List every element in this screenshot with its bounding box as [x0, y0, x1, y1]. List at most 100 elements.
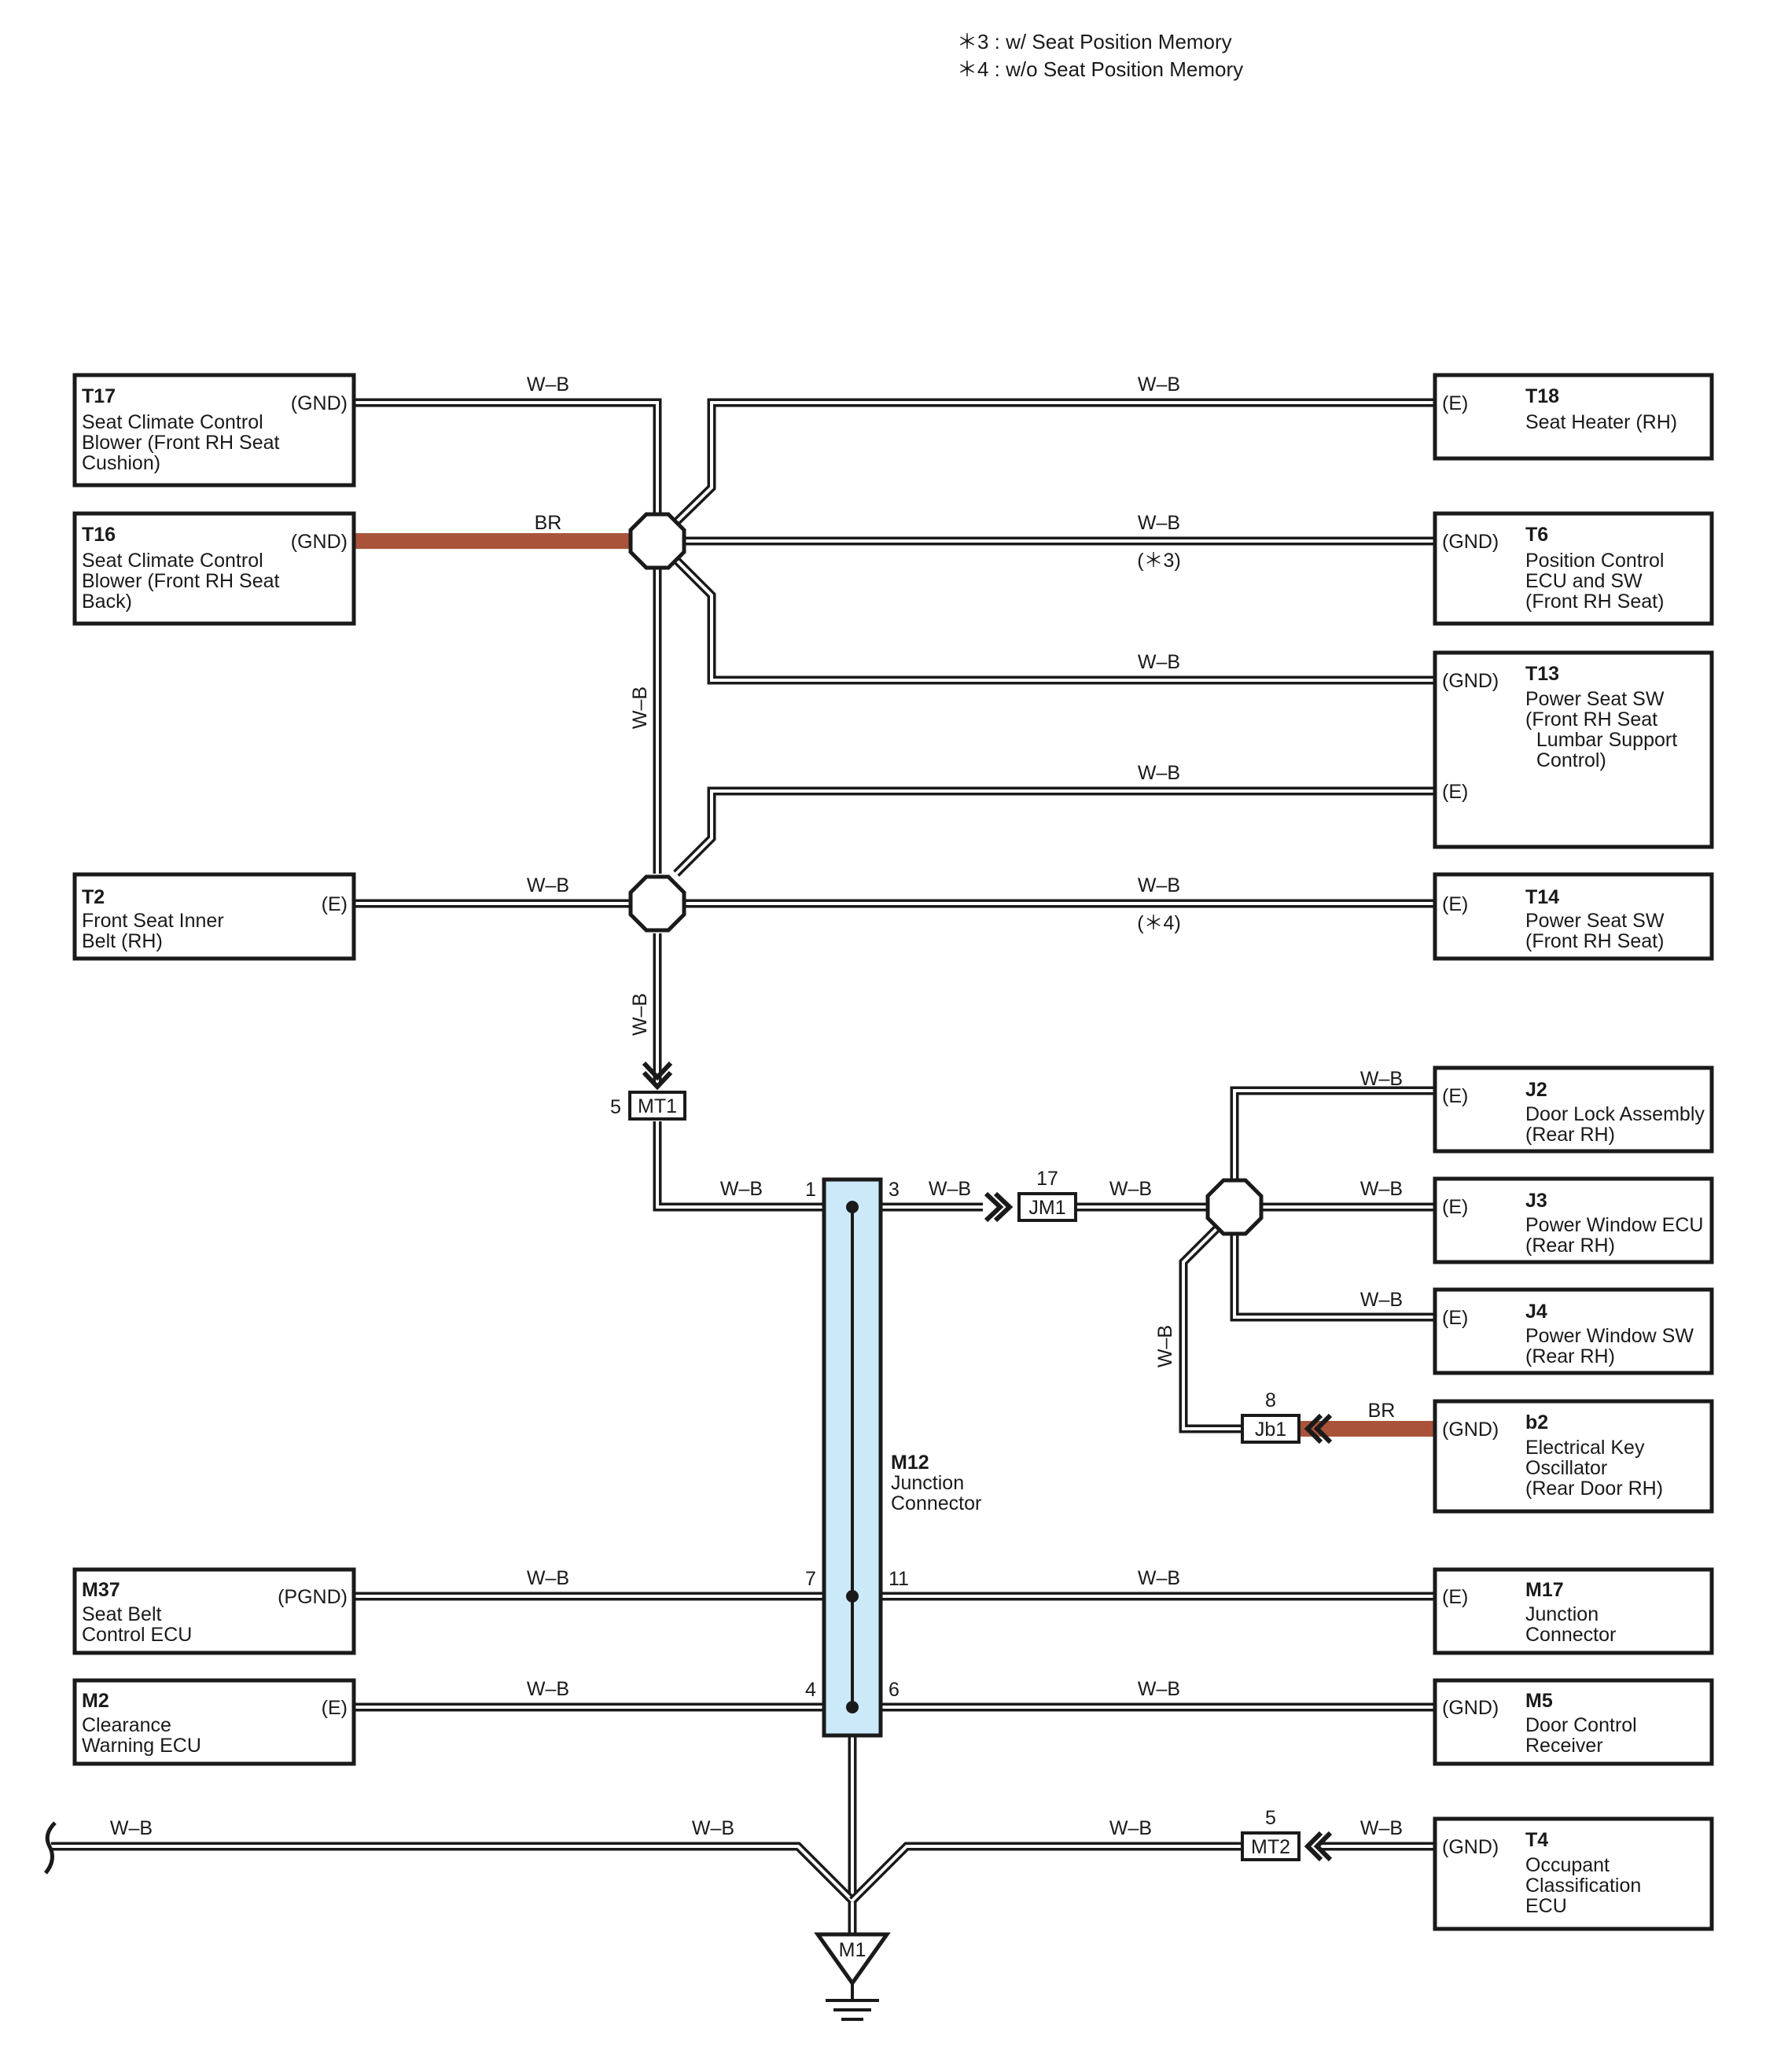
component-name-line: (Front RH Seat — [1525, 708, 1657, 731]
component-j3: (E) J3 Power Window ECU (Rear RH) — [1433, 1176, 1714, 1264]
component-id: J2 — [1525, 1079, 1547, 1101]
component-name-line: Back) — [82, 591, 132, 613]
pin-label: (E) — [1442, 1085, 1468, 1107]
pin-label: (E) — [322, 1697, 348, 1719]
m12-id: M12 — [891, 1452, 929, 1474]
component-name-line: (Rear RH) — [1525, 1124, 1615, 1146]
wire-label: W–B — [1138, 874, 1180, 896]
wire-mt1-m12 — [653, 1121, 824, 1212]
component-id: T4 — [1525, 1829, 1548, 1851]
component-name-line: Position Control — [1525, 550, 1664, 572]
jm1-arrow-icon — [984, 1191, 1004, 1223]
component-name-line: Control ECU — [82, 1624, 192, 1646]
pin-label: (E) — [1442, 781, 1468, 803]
component-id: J3 — [1525, 1190, 1547, 1212]
pin-label: (GND) — [291, 392, 348, 414]
jb1-connector — [1241, 1414, 1301, 1444]
component-id: T18 — [1525, 385, 1559, 407]
wire-j2-outline — [1230, 1086, 1435, 1182]
wire-t13-e-core — [675, 789, 1435, 875]
wire-label: W–B — [1360, 1817, 1403, 1839]
pin-label: (E) — [1442, 1307, 1468, 1329]
junction-rear — [1205, 1178, 1264, 1236]
m12-pin-7: 7 — [805, 1568, 816, 1590]
wire-label: BR — [1368, 1400, 1396, 1422]
wire-mt2-ground-core — [851, 1845, 1242, 1902]
component-t6: (GND) T6 Position Control ECU and SW (Fr… — [1433, 511, 1714, 626]
component-id: T13 — [1525, 663, 1559, 685]
wire-jb1-core — [1182, 1225, 1242, 1430]
wire-j4-outline — [1230, 1232, 1435, 1322]
wire-label: W–B — [527, 374, 569, 396]
wire-t18 — [673, 398, 1435, 525]
wire-label: W–B — [1138, 651, 1180, 673]
wire-label: W–B — [1360, 1178, 1403, 1200]
component-name-line: (Front RH Seat) — [1525, 591, 1664, 613]
component-name-line: (Rear Door RH) — [1525, 1478, 1663, 1500]
pin-label: (GND) — [1442, 670, 1499, 692]
component-t4: (GND) T4 Occupant Classification ECU — [1433, 1816, 1714, 1931]
component-name-line: Seat Belt — [82, 1603, 162, 1625]
component-name-line: Connector — [1525, 1624, 1616, 1646]
component-name-line: Oscillator — [1525, 1457, 1607, 1479]
mt1-arrow-icon-2 — [642, 1070, 673, 1091]
component-m37: M37 Seat Belt Control ECU (PGND) — [72, 1567, 356, 1655]
component-name-line: Control) — [1525, 749, 1606, 771]
wire-label-vertical: W–B — [1154, 1325, 1176, 1367]
pin-label: (GND) — [1442, 531, 1499, 553]
component-t18: (E) T18 Seat Heater (RH) — [1433, 373, 1714, 461]
component-name-line: Power Window ECU — [1525, 1214, 1703, 1236]
component-j2: (E) J2 Door Lock Assembly (Rear RH) — [1433, 1065, 1714, 1154]
component-m17: (E) M17 Junction Connector — [1433, 1567, 1714, 1655]
wire-label: W–B — [1109, 1178, 1152, 1200]
component-name-line: Cushion) — [82, 452, 160, 474]
wire-t17 — [354, 398, 662, 522]
component-name-line: Seat Climate Control — [82, 550, 263, 572]
wire-j2-core — [1233, 1089, 1435, 1182]
wire-label: W–B — [110, 1817, 153, 1839]
wire-j2 — [1230, 1086, 1435, 1182]
component-t2: T2 Front Seat Inner Belt (RH) (E) — [72, 872, 356, 961]
mt1-label: MT1 — [638, 1095, 677, 1117]
wire-t13-gnd-outline — [673, 557, 1435, 685]
wire-label: W–B — [1138, 762, 1180, 784]
wire-label-star4: (＊4) — [1137, 912, 1181, 934]
wire-j4 — [1230, 1232, 1435, 1322]
component-name-line: Classification — [1525, 1875, 1641, 1897]
jb1-label: Jb1 — [1255, 1419, 1286, 1441]
wire-t13-gnd — [673, 557, 1435, 685]
wb-wires — [51, 398, 1435, 1934]
wire-mt1-m12-core — [656, 1121, 824, 1209]
wire-t18-outline — [673, 398, 1435, 525]
wire-label: W–B — [1138, 1567, 1180, 1589]
component-name-line: Electrical Key — [1525, 1437, 1645, 1459]
m12-name-line-2: Connector — [891, 1492, 981, 1514]
wire-t18-core — [675, 401, 1435, 524]
m12-pin-6: 6 — [888, 1679, 900, 1701]
wire-label: W–B — [1138, 512, 1180, 534]
pin-label: (GND) — [1442, 1697, 1499, 1719]
wire-label: W–B — [527, 874, 569, 896]
pin-label: (GND) — [291, 531, 348, 553]
jb1-pin: 8 — [1265, 1389, 1276, 1411]
wire-label: W–B — [527, 1678, 569, 1700]
component-name-line: Seat Heater (RH) — [1525, 411, 1677, 433]
wire-left-ground-core — [51, 1845, 854, 1902]
wire-t13-e — [673, 786, 1435, 877]
mt2-connector — [1241, 1831, 1301, 1861]
m12-pin-1: 1 — [805, 1179, 816, 1201]
component-name-line: ECU — [1525, 1895, 1567, 1917]
component-name-line: Door Control — [1525, 1714, 1637, 1736]
wire-label-vertical: W–B — [629, 993, 651, 1036]
wire-label-vertical: W–B — [629, 686, 651, 729]
component-name-line: Receiver — [1525, 1735, 1603, 1757]
component-b2: (GND) b2 Electrical Key Oscillator (Rear… — [1433, 1399, 1714, 1514]
component-id: T14 — [1525, 886, 1559, 908]
pin-label: (E) — [322, 893, 348, 915]
m12-pin-3: 3 — [888, 1179, 900, 1201]
mt2-arrow-icon — [1304, 1831, 1323, 1862]
component-m5: (GND) M5 Door Control Receiver — [1433, 1678, 1714, 1766]
wire-left-ground-outline — [51, 1842, 855, 1904]
jm1-arrow-icon-2 — [993, 1191, 1014, 1223]
